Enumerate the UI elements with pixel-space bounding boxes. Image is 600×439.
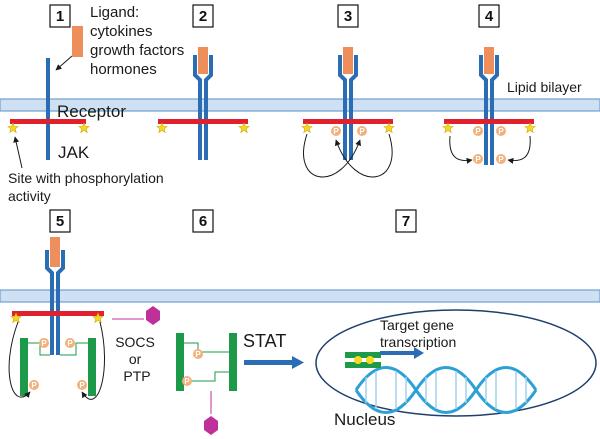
step3-site-right	[383, 122, 395, 133]
step5-arrow-right	[81, 321, 105, 400]
step4-jak	[444, 119, 534, 124]
stat-label: STAT	[243, 331, 286, 351]
svg-text:P: P	[184, 377, 190, 386]
stat-dimer-link-bottom	[184, 371, 229, 382]
step4-phospho-jak-left: P	[473, 126, 483, 136]
translocation-arrow	[244, 356, 304, 369]
step4-phospho-jak-right: P	[496, 126, 506, 136]
socs-hexagon-top	[146, 306, 160, 325]
svg-text:4: 4	[485, 8, 494, 25]
step5-phospho-receptor-right: P	[65, 338, 75, 348]
step3-phospho-right: P	[357, 126, 367, 136]
svg-text:P: P	[498, 155, 504, 164]
step-box-7: 7	[395, 209, 417, 233]
stat-dimer-link-top	[184, 342, 229, 353]
step4-phospho-receptor-left: P	[473, 154, 483, 164]
step5-link-left	[28, 342, 50, 356]
svg-text:P: P	[41, 339, 47, 348]
ligand-label: Ligand: cytokines growth factors hormone…	[90, 4, 188, 78]
step4-arrow-left	[449, 135, 473, 164]
membrane-top	[0, 98, 600, 112]
svg-text:P: P	[475, 155, 481, 164]
step5-arrow-left	[8, 321, 31, 399]
stat-dimer-phospho-top: P	[193, 349, 203, 359]
svg-text:P: P	[498, 127, 504, 136]
svg-text:5: 5	[56, 213, 64, 230]
step1-site-left	[7, 122, 19, 133]
svg-text:P: P	[195, 350, 201, 359]
step5-stat-left	[20, 338, 28, 396]
step4-arrow-right	[507, 135, 531, 164]
step-box-6: 6	[192, 209, 214, 233]
stat-dimer-right	[229, 333, 237, 391]
socs-ptp-label: SOCS or PTP	[115, 334, 159, 384]
step-box-1: 1	[49, 4, 71, 28]
target-gene-label: Target gene transcription	[380, 317, 458, 350]
step5-phospho-receptor-left: P	[39, 338, 49, 348]
nucleus-label: Nucleus	[334, 410, 395, 429]
nucleus-stat-bottom	[345, 362, 381, 368]
step-box-5: 5	[49, 209, 71, 233]
step2-site-left	[156, 122, 168, 133]
svg-text:P: P	[333, 127, 339, 136]
site-pointer-arrow	[13, 136, 23, 169]
dna-base-pairs	[365, 371, 527, 409]
step3-phospho-left: P	[331, 126, 341, 136]
socs-hexagon-bottom	[204, 416, 218, 435]
dna-helix	[354, 366, 538, 414]
step5-ligand	[50, 237, 60, 267]
nucleus-stat-phospho	[354, 356, 374, 364]
stat-dimer-left	[176, 333, 184, 391]
step4-site-left	[442, 122, 454, 133]
lipid-bilayer-label: Lipid bilayer	[507, 79, 582, 95]
site-label: Site with phosphorylation activity	[8, 170, 168, 204]
step3-arrow-cross-1	[303, 133, 361, 178]
step-box-2: 2	[192, 4, 214, 28]
svg-text:P: P	[79, 381, 85, 390]
step5-phospho-stat-right: P	[77, 380, 87, 390]
step1-site-right	[78, 122, 90, 133]
step5-link-right	[60, 342, 88, 356]
transcription-arrow	[380, 347, 424, 359]
step4-site-right	[524, 122, 536, 133]
svg-text:7: 7	[402, 213, 410, 230]
nucleus-outline	[315, 309, 597, 417]
receptor-label: Receptor	[57, 102, 126, 121]
svg-text:6: 6	[199, 213, 207, 230]
step3-jak	[303, 119, 393, 124]
step2-jak	[158, 119, 248, 124]
step2-ligand	[198, 47, 208, 74]
svg-text:2: 2	[199, 8, 207, 25]
svg-text:P: P	[31, 381, 37, 390]
step1-ligand	[72, 26, 83, 57]
step3-ligand	[343, 47, 353, 74]
svg-text:P: P	[475, 127, 481, 136]
svg-text:P: P	[359, 127, 365, 136]
stat-dimer-phospho-bottom: P	[182, 376, 192, 386]
step3-site-left	[301, 122, 313, 133]
step5-phospho-stat-left: P	[29, 380, 39, 390]
step3-arrow-cross-2	[334, 133, 393, 178]
step5-stat-right	[88, 338, 96, 396]
step2-site-right	[238, 122, 250, 133]
step1-jak	[10, 119, 86, 124]
step4-phospho-receptor-right: P	[496, 154, 506, 164]
nucleus-stat-top	[345, 352, 381, 358]
ligand-pointer-arrow	[55, 55, 73, 71]
step5-jak	[12, 311, 104, 316]
membrane-bottom	[0, 289, 600, 303]
svg-text:P: P	[67, 339, 73, 348]
svg-text:3: 3	[344, 8, 352, 25]
jak-label: JAK	[58, 143, 90, 162]
step4-ligand	[484, 47, 494, 74]
svg-text:1: 1	[56, 8, 64, 25]
step-box-4: 4	[478, 4, 500, 28]
step-box-3: 3	[337, 4, 359, 28]
